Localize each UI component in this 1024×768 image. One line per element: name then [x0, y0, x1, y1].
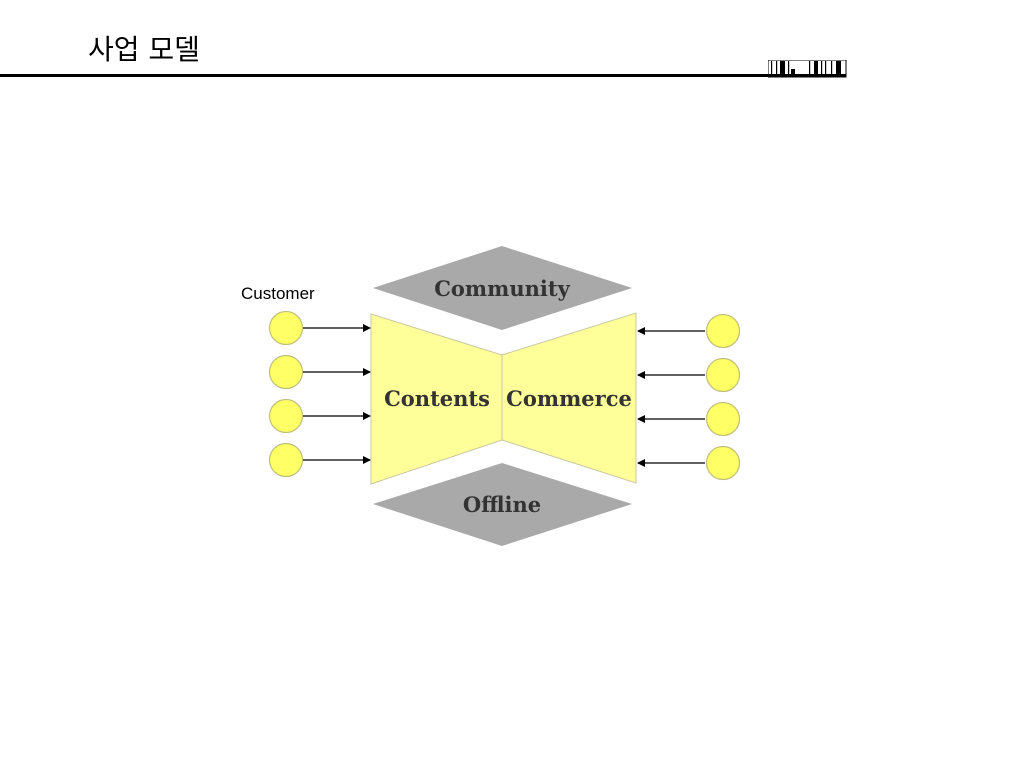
customer-node-right: [705, 401, 741, 437]
contents-label: Contents: [384, 386, 490, 411]
barcode-decoration-icon: [768, 60, 847, 78]
customer-node-left: [268, 354, 304, 390]
right-customer-group: [637, 313, 741, 481]
customer-node-left: [268, 310, 304, 346]
offline-label: Offline: [463, 492, 541, 517]
community-diamond: [373, 246, 632, 330]
customer-node-left: [268, 442, 304, 478]
offline-diamond: [373, 463, 632, 546]
customer-node-right: [705, 445, 741, 481]
customer-node-right: [705, 357, 741, 393]
customer-node-left: [268, 398, 304, 434]
customer-node-right: [705, 313, 741, 349]
customer-label: Customer: [241, 284, 315, 303]
community-label: Community: [434, 276, 570, 301]
commerce-panel: [501, 312, 637, 484]
title-divider: [0, 74, 846, 77]
commerce-label: Commerce: [506, 386, 632, 411]
left-customer-group: [268, 310, 371, 478]
slide-title: 사업 모델: [88, 33, 200, 66]
